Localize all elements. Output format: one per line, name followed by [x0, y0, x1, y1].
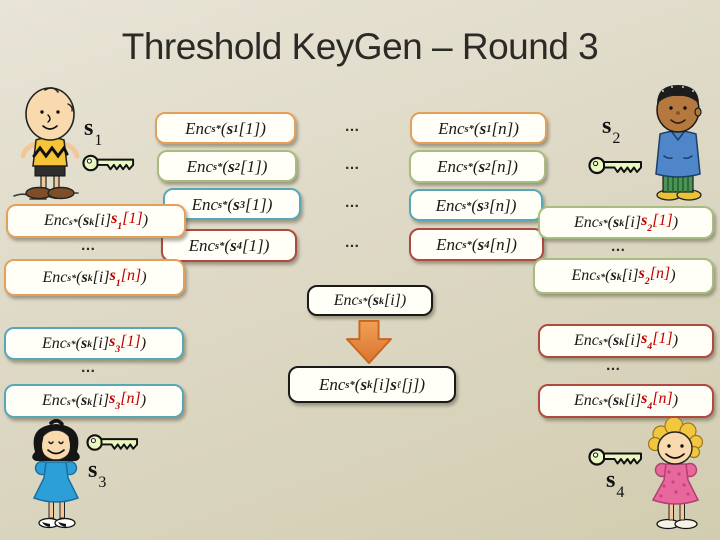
lucy-character: [32, 419, 80, 529]
share-label-s4: s4: [606, 467, 624, 500]
grid-ellipsis-row2: …: [344, 156, 360, 173]
key-icon-s2: [588, 152, 644, 179]
charlie-brown-character: [13, 87, 80, 200]
share-label-s2: s2: [602, 113, 620, 146]
share-label-s3: s3: [88, 457, 106, 490]
share-label-s1-sub: 1: [94, 131, 103, 149]
pair-ellipsis-bottom-right: …: [605, 357, 621, 374]
down-arrow-icon: [346, 320, 392, 364]
sally-character: [647, 418, 704, 530]
share-label-s1: s1: [84, 115, 102, 148]
pair-ellipsis-top-right: …: [610, 238, 626, 255]
pair-ellipsis-top-left: …: [80, 237, 96, 254]
grid-ellipsis-row3: …: [344, 194, 360, 211]
grid-ellipsis-row4: …: [344, 234, 360, 251]
share-label-s2-base: s: [602, 113, 612, 139]
grid-ellipsis-row1: …: [344, 118, 360, 135]
key-icon-s4: [588, 444, 644, 470]
key-icon-s3: [86, 430, 140, 455]
share-label-s3-base: s: [88, 457, 98, 483]
share-label-s1-base: s: [84, 115, 94, 141]
key-icon-s1: [82, 150, 136, 176]
pair-ellipsis-bottom-left: …: [80, 359, 96, 376]
slide-title: Threshold KeyGen – Round 3: [121, 26, 599, 67]
share-label-s3-sub: 3: [98, 473, 107, 491]
share-label-s2-sub: 2: [612, 129, 621, 147]
share-label-s4-base: s: [606, 467, 616, 493]
share-label-s4-sub: 4: [616, 483, 625, 501]
franklin-character: [655, 85, 702, 201]
